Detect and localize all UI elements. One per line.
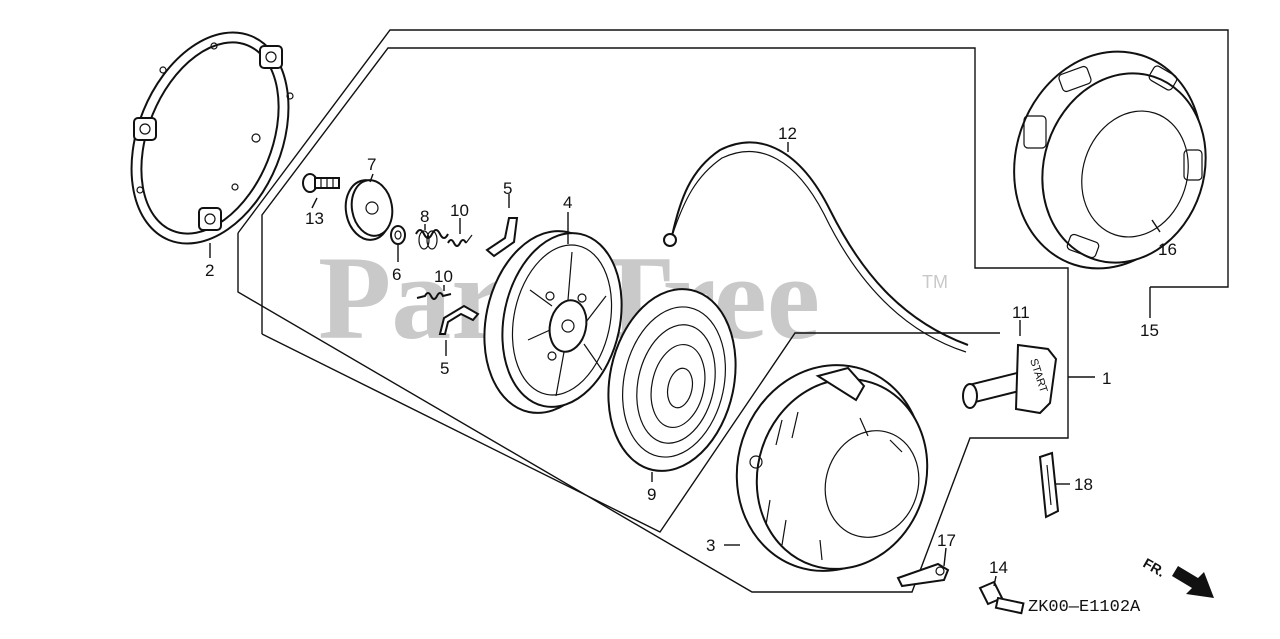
callout-1: 1 [1102, 369, 1111, 388]
front-arrow-icon [1172, 566, 1214, 598]
callout-12: 12 [778, 124, 797, 143]
callout-14: 14 [989, 558, 1008, 577]
bolt-14-part[interactable] [978, 580, 1025, 615]
callout-5-upper: 5 [503, 179, 512, 198]
washer-6-part[interactable] [390, 225, 406, 245]
gasket-ring-part[interactable] [102, 9, 318, 267]
callout-7: 7 [367, 155, 376, 174]
spring-10-lower-part[interactable] [416, 292, 452, 300]
callout-17: 17 [937, 531, 956, 550]
pawl-5-lower-part[interactable] [438, 304, 480, 335]
callout-2: 2 [205, 261, 214, 280]
callout-11: 11 [1012, 303, 1030, 322]
callout-18: 18 [1074, 475, 1093, 494]
callout-10-upper: 10 [450, 201, 469, 220]
bolt-13-part[interactable] [302, 173, 340, 193]
callout-6: 6 [392, 265, 401, 284]
fan-cover-3-part[interactable] [710, 341, 951, 596]
ratchet-7-part[interactable] [341, 177, 396, 244]
front-direction-arrow: FR. [1141, 555, 1214, 598]
rope-guide-17-part[interactable] [896, 562, 950, 588]
reel-4-part[interactable] [468, 219, 637, 425]
callout-leader-lines [209, 142, 1161, 587]
front-arrow-label: FR. [1141, 555, 1169, 580]
assembly-boundary-lines [237, 29, 1229, 593]
callout-13: 13 [305, 209, 324, 228]
callout-10-lower: 10 [434, 267, 453, 286]
recoil-spring-9-part[interactable] [592, 277, 752, 483]
guide-plate-18-part[interactable] [1038, 451, 1060, 519]
outer-cover-16-part[interactable] [987, 27, 1230, 293]
starter-rope-12-part[interactable] [663, 141, 969, 353]
callout-15: 15 [1140, 321, 1159, 340]
spring-8-part[interactable] [415, 229, 449, 250]
callout-labels: 1 2 3 4 5 5 6 7 8 9 10 10 11 12 13 14 15… [205, 124, 1177, 577]
starter-handle-11-part[interactable]: START [962, 343, 1058, 415]
pawl-5-upper-part[interactable] [485, 217, 519, 258]
callout-8: 8 [420, 207, 429, 226]
diagram-code: ZK00—E1102A [1028, 598, 1141, 617]
watermark-trademark: TM [922, 272, 948, 292]
callout-5-lower: 5 [440, 359, 449, 378]
callout-9: 9 [647, 485, 656, 504]
spring-10-upper-part[interactable] [447, 234, 473, 247]
callout-4: 4 [563, 193, 572, 212]
callout-16: 16 [1158, 240, 1177, 259]
callout-3: 3 [706, 536, 715, 555]
